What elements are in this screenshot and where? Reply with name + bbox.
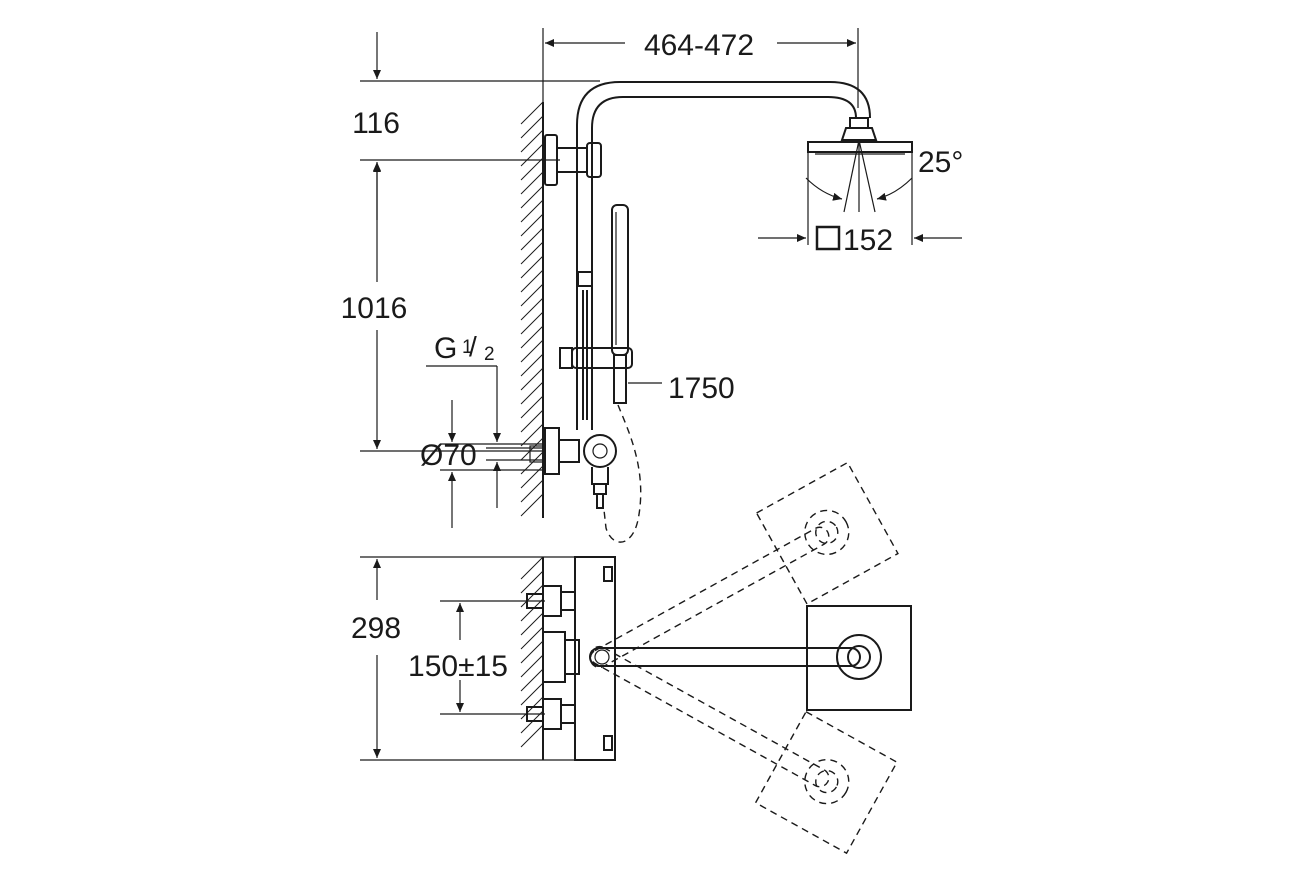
head-size-dimension: 152 — [758, 224, 962, 257]
wall-hatch-line — [520, 451, 544, 475]
wall-hatch-line — [520, 626, 544, 650]
wall-hatch-line — [520, 283, 544, 307]
wall-hatch-line — [520, 115, 544, 139]
upper-wall-bracket — [544, 134, 602, 186]
top-offset-dimension: 116 — [352, 32, 600, 220]
wall-hatch-line — [520, 493, 544, 517]
wall-hatch-line — [520, 479, 544, 503]
rail-height-label: 1016 — [341, 292, 408, 325]
plan-depth-dimension: 298 — [351, 556, 615, 761]
wall-hatch-line — [520, 423, 544, 447]
wall-hatch-line — [520, 171, 544, 195]
wall-hatch-line — [520, 556, 544, 580]
thermostat-diverter — [544, 427, 617, 509]
thermostat-plan — [526, 556, 616, 761]
arm-reach-dimension: 464-472 — [542, 28, 859, 108]
wall-hatch-line — [520, 612, 544, 636]
arm-reach-label: 464-472 — [644, 29, 754, 62]
wall-hatch-line — [520, 409, 544, 433]
rail-height-dimension: 1016 — [341, 163, 545, 452]
wall-hatch-line — [520, 241, 544, 265]
wall-hatch-line — [520, 255, 544, 279]
wall-hatch-line — [520, 353, 544, 377]
spray-angle-dimension: 25° — [805, 139, 963, 213]
wall-hatch-line — [520, 339, 544, 363]
wall-hatch-line — [520, 199, 544, 223]
thread-main-label: G — [434, 332, 457, 365]
wall-hatch-line — [520, 143, 544, 167]
square-symbol-icon — [815, 225, 841, 251]
inlet-spacing-dimension: 150±15 — [408, 600, 545, 715]
wall-hatch-line — [520, 297, 544, 321]
thread-denominator-label: 2 — [484, 344, 495, 365]
wall-elevation — [520, 101, 544, 518]
wall-hatch-line — [520, 311, 544, 335]
elevation-view: 116 1016 464-472 — [341, 28, 963, 543]
top-offset-label: 116 — [352, 107, 400, 140]
handshower-height-label: 1750 — [668, 372, 735, 405]
inlet-spacing-label: 150±15 — [408, 650, 508, 683]
wall-hatch-line — [520, 584, 544, 608]
wall-hatch-line — [520, 227, 544, 251]
wall-hatch-line — [520, 101, 544, 125]
rose-diameter-label: Ø70 — [420, 439, 477, 472]
wall-hatch-line — [520, 129, 544, 153]
wall-hatch-line — [520, 185, 544, 209]
head-size-label: 152 — [843, 224, 893, 257]
spray-angle-label: 25° — [918, 146, 963, 179]
wall-hatch-line — [520, 570, 544, 594]
inlet-dimensions: G 1 / 2 Ø70 — [420, 331, 546, 528]
arm-swivel-range — [589, 461, 899, 855]
plan-view: 298 150±15 — [351, 461, 912, 855]
wall-hatch-line — [520, 437, 544, 461]
wall-plan — [520, 556, 544, 760]
riser-pipe — [576, 81, 871, 430]
wall-hatch-line — [520, 325, 544, 349]
wall-hatch-line — [520, 682, 544, 706]
wall-hatch-line — [520, 395, 544, 419]
thread-fraction-slash: / — [469, 331, 477, 362]
wall-hatch-line — [520, 598, 544, 622]
shower-arm-plan — [589, 605, 912, 711]
wall-hatch-line — [520, 269, 544, 293]
shower-hose — [603, 404, 642, 543]
wall-hatch-line — [520, 157, 544, 181]
wall-hatch-line — [520, 465, 544, 489]
wall-hatch-line — [520, 668, 544, 692]
hand-shower: 1750 — [559, 204, 735, 405]
wall-hatch-line — [520, 213, 544, 237]
plan-depth-label: 298 — [351, 612, 401, 645]
wall-hatch-line — [520, 724, 544, 748]
thread-numerator-label: 1 — [462, 337, 473, 358]
wall-hatch-line — [520, 640, 544, 664]
wall-hatch-line — [520, 654, 544, 678]
wall-hatch-line — [520, 381, 544, 405]
wall-hatch-line — [520, 367, 544, 391]
